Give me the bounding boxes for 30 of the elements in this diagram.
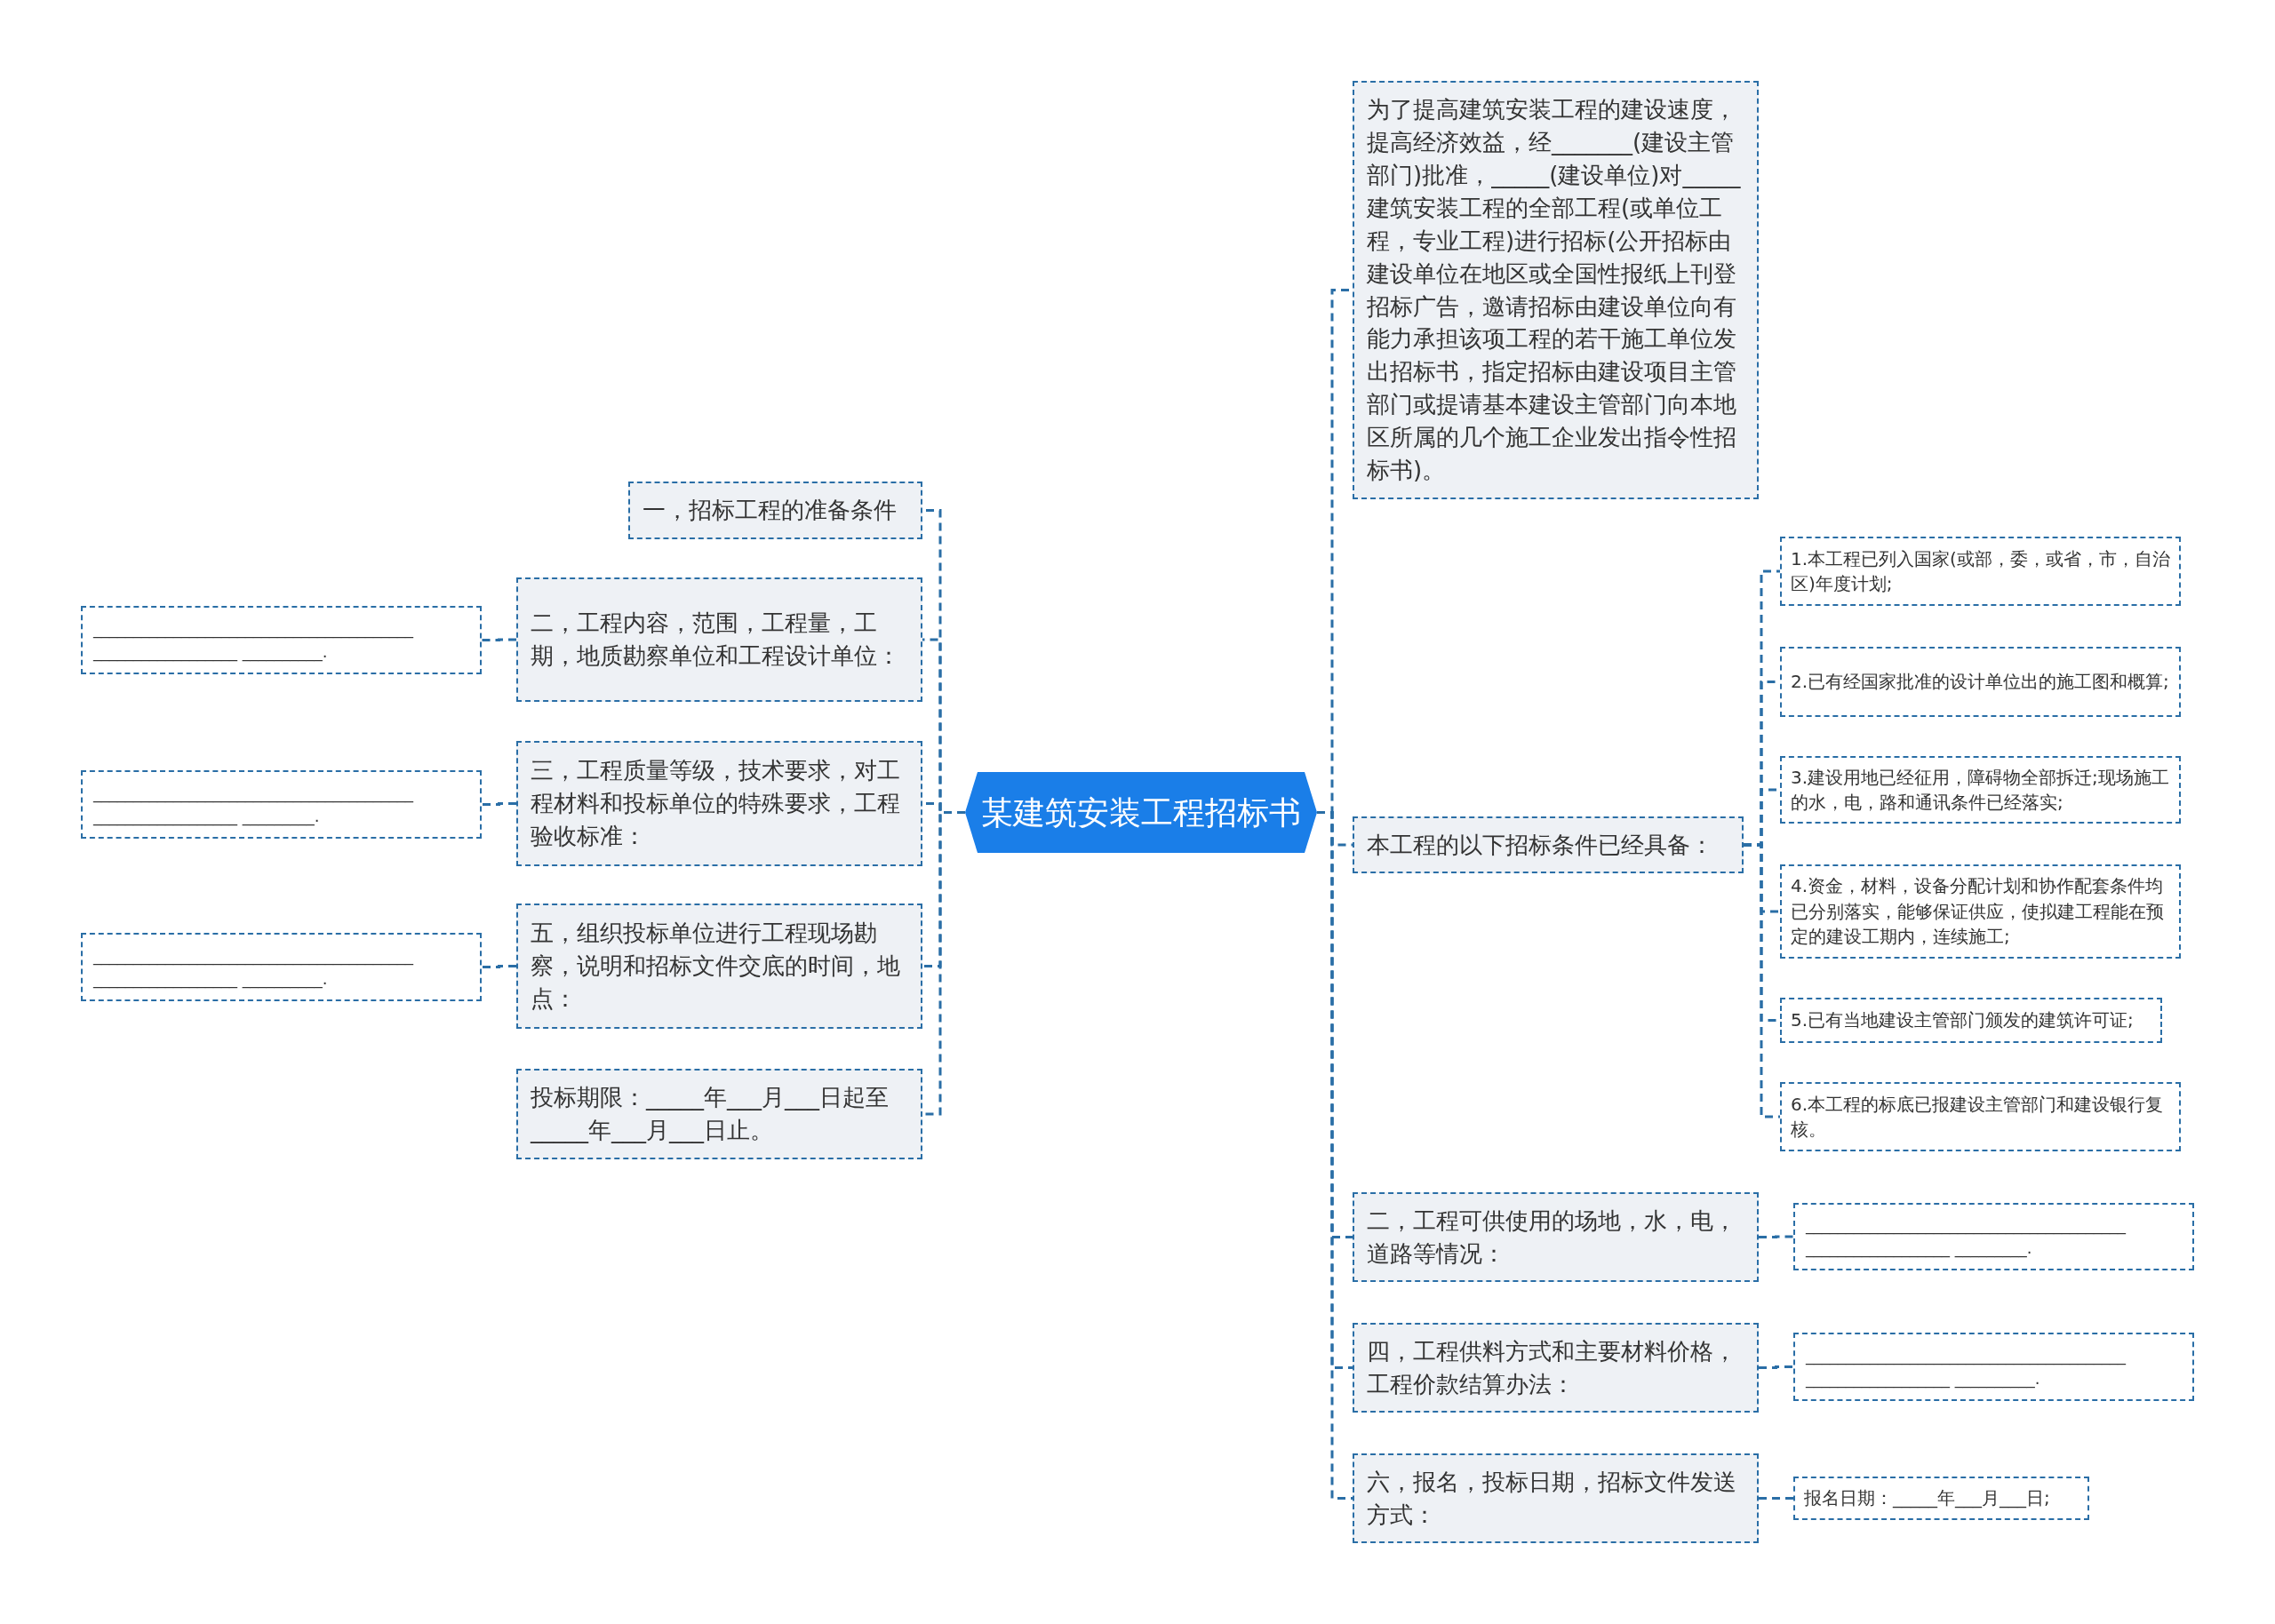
topic-box: 三，工程质量等级，技术要求，对工程材料和投标单位的特殊要求，工程验收标准： (516, 741, 922, 866)
connector-line (1759, 1235, 1793, 1238)
blank-answer-box: ________________________________________ __________________ __________. (81, 933, 482, 1001)
connector-line (1744, 843, 1780, 1118)
connector-line (482, 802, 516, 806)
central-topic-box: 某建筑安装工程招标书 (965, 772, 1317, 853)
blank-answer-box: ________________________________________ __________________ __________. (81, 606, 482, 674)
topic-box: 二，工程可供使用的场地，水，电，道路等情况： (1353, 1192, 1759, 1282)
blank-answer-box: ________________________________________ __________________ _________. (81, 770, 482, 839)
connector-line (482, 965, 516, 968)
topic-box: 投标期限：_____年___月___日起至_____年___月___日止。 (516, 1069, 922, 1159)
subtopic-box: 1.本工程已列入国家(或部，委，或省，市，自治区)年度计划; (1780, 537, 2181, 606)
subtopic-box: 5.已有当地建设主管部门颁发的建筑许可证; (1780, 998, 2162, 1043)
topic-box: 一，招标工程的准备条件 (628, 482, 922, 539)
connector-line (482, 638, 516, 641)
blank-answer-box: ________________________________________ __________________ __________. (1793, 1333, 2194, 1401)
subtopic-box: 3.建设用地已经征用，障碍物全部拆迁;现场施工的水，电，路和通讯条件已经落实; (1780, 756, 2181, 824)
subtopic-box: 6.本工程的标底已报建设主管部门和建设银行复核。 (1780, 1082, 2181, 1151)
topic-box: 六，报名，投标日期，招标文件发送方式： (1353, 1453, 1759, 1543)
blank-answer-box: ________________________________________ __________________ _________. (1793, 1203, 2194, 1270)
topic-box: 四，工程供料方式和主要材料价格，工程价款结算办法： (1353, 1323, 1759, 1413)
subtopic-box: 报名日期：_____年___月___日; (1793, 1477, 2089, 1520)
topic-box: 二，工程内容，范围，工程量，工期，地质勘察单位和工程设计单位： (516, 577, 922, 702)
connector-line (1759, 1365, 1793, 1369)
connector-line (1759, 1497, 1793, 1500)
topic-box: 五，组织投标单位进行工程现场勘察，说明和招标文件交底的时间，地点： (516, 904, 922, 1029)
subtopic-box: 2.已有经国家批准的设计单位出的施工图和概算; (1780, 647, 2181, 717)
topic-box: 本工程的以下招标条件已经具备： (1353, 816, 1744, 873)
subtopic-box: 4.资金，材料，设备分配计划和协作配套条件均已分别落实，能够保证供应，使拟建工程能在预定的建设工期内，连续施工; (1780, 864, 2181, 959)
topic-box: 为了提高建筑安装工程的建设速度，提高经济效益，经_______(建设主管部门)批准，_____(建设单位)对_____建筑安装工程的全部工程(或单位工程，专业工程)进行招标(公开招标由建设单位在地区或全国性报纸上刊登招标广告，邀请招标由建设单位向有能力承担该项工程的若干施工单位发出招标书，指定招标由建设项目主管部门或提请基本建设主管部门向本地区所属的几个施工企业发出指令性招标书)。 (1353, 81, 1759, 499)
